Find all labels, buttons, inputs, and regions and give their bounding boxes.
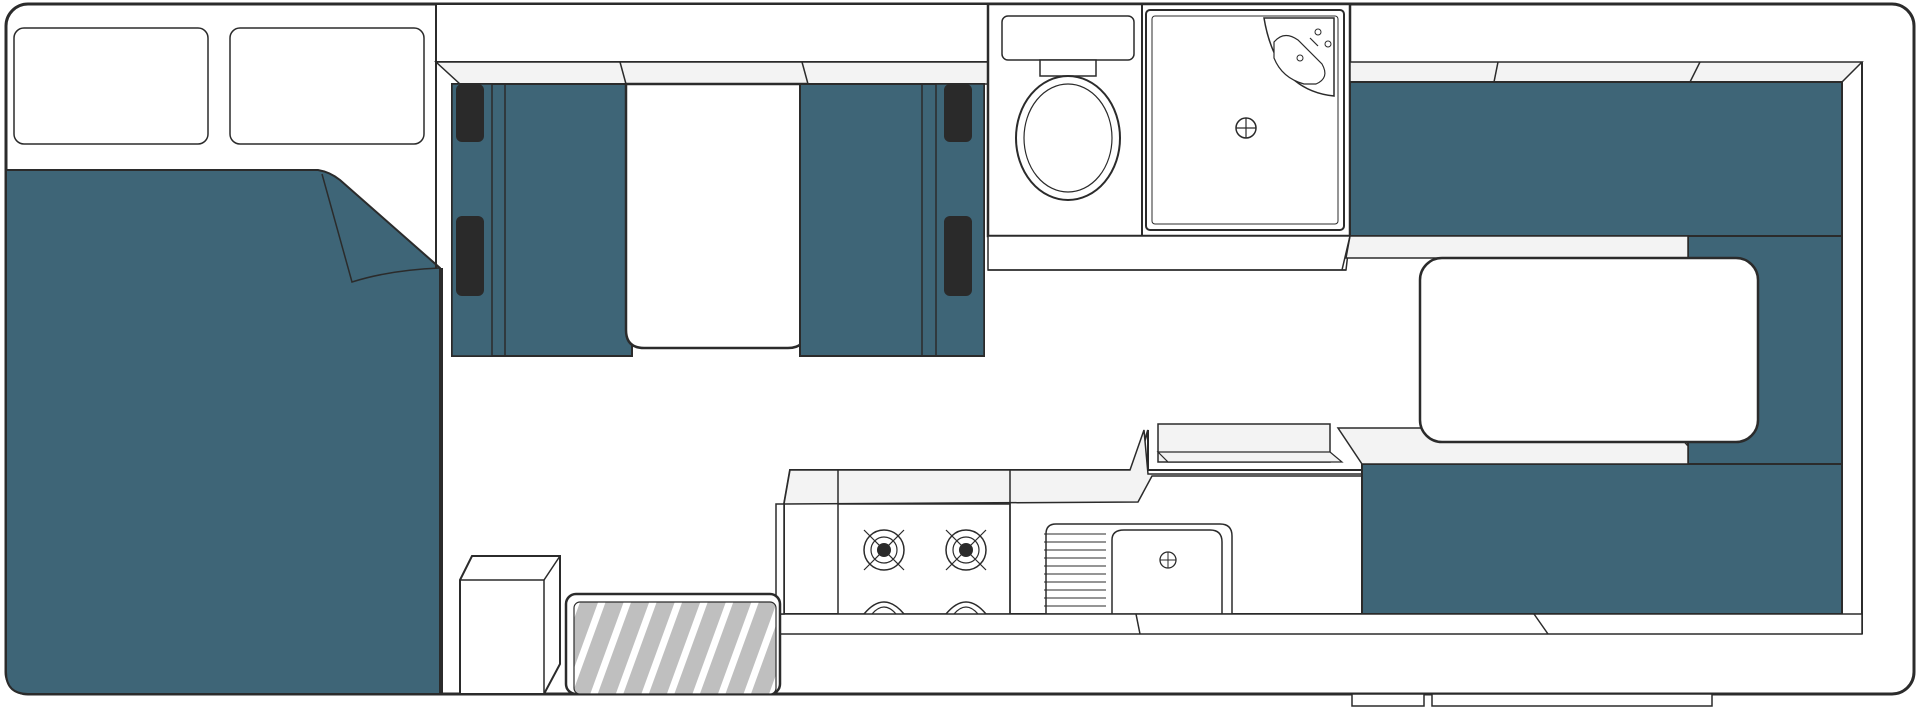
bathroom bbox=[986, 2, 1352, 238]
shelf-seam bbox=[1689, 61, 1701, 83]
drain-icon bbox=[1235, 117, 1257, 139]
lounge-shelf-mid bbox=[1345, 235, 1689, 259]
toilet-neck bbox=[1039, 59, 1097, 77]
gas-burner-icon bbox=[945, 601, 987, 615]
cooktop-lid-edge bbox=[1156, 451, 1344, 463]
shelf-seam bbox=[619, 61, 627, 85]
dinette-overhead-cabinet bbox=[435, 3, 989, 63]
lounge bbox=[987, 61, 1864, 634]
shelf-seam bbox=[1341, 235, 1351, 271]
gas-burner-icon bbox=[863, 601, 905, 615]
gas-burner-icon bbox=[945, 529, 987, 571]
chassis-tab-right bbox=[1431, 693, 1713, 707]
basin-plug bbox=[1296, 54, 1304, 62]
dinette-wall-shelf bbox=[434, 61, 989, 85]
seat-cushion-right-top bbox=[944, 84, 972, 142]
lounge-seat-upper bbox=[1349, 81, 1843, 237]
tap-icon bbox=[1309, 28, 1332, 48]
gas-burner-icon bbox=[863, 529, 905, 571]
chassis-tab-left bbox=[1351, 693, 1425, 707]
lounge-shelf-upper bbox=[987, 235, 1351, 271]
bottom-wall-strip bbox=[775, 613, 1863, 635]
bed-cover-fold bbox=[321, 173, 441, 283]
lounge-seat-lower bbox=[1361, 463, 1843, 615]
drain-icon bbox=[1159, 551, 1177, 569]
lounge-wall-shelf-top bbox=[1349, 61, 1864, 83]
toilet-seat bbox=[1023, 83, 1113, 193]
toilet-cistern bbox=[1001, 15, 1135, 61]
cupboard bbox=[459, 555, 561, 695]
dinette bbox=[434, 3, 989, 357]
strip-seam bbox=[1135, 613, 1141, 635]
seat-cushion-left-bottom bbox=[456, 216, 484, 296]
entry-step bbox=[564, 592, 782, 696]
strip-seam bbox=[1533, 613, 1549, 635]
dinette-table bbox=[624, 82, 808, 350]
bed-area bbox=[5, 4, 443, 695]
double-bed bbox=[5, 169, 441, 695]
bed-pillow-right bbox=[229, 27, 425, 145]
sink-bowl bbox=[1111, 529, 1223, 615]
shelf-seam bbox=[801, 61, 809, 85]
seat-cushion-right-bottom bbox=[944, 216, 972, 296]
shelf-seam bbox=[1493, 61, 1499, 83]
sink-drainer bbox=[1044, 533, 1106, 607]
lounge-table bbox=[1418, 256, 1760, 444]
bed-pillow-left bbox=[13, 27, 209, 145]
seat-cushion-left-top bbox=[456, 84, 484, 142]
